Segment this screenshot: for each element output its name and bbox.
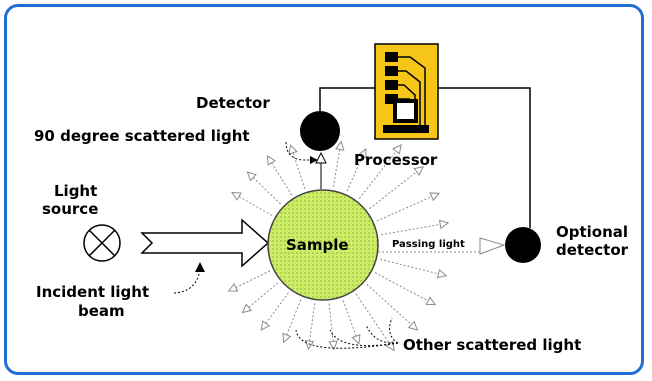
incident-label-2: beam [78,302,125,320]
scattered-ray-head [246,171,257,182]
pointer-incident [173,269,201,294]
scattered-ray [235,270,271,288]
scattered-ray-head [282,332,292,344]
scattered-ray [328,303,334,342]
scattered-ray-head [231,191,242,201]
light-source-label-1: Light [54,182,97,200]
other-scattered-label: Other scattered light [403,336,581,354]
scattered-ray-head [328,340,338,351]
scattered-ray [369,171,418,210]
scattered-90-arrow [315,151,327,189]
processor-label: Processor [354,151,438,169]
scattered-ray [248,282,279,308]
scattered-ray [332,149,341,187]
scattered-ray [380,258,439,275]
processor-chip-icon [374,43,439,140]
scattered-ray-head [335,140,345,151]
passing-light-arrow [378,237,506,255]
scattered-ray-head [357,148,367,159]
scattered-ray [252,177,281,205]
detector-label: Detector [196,94,270,112]
scattered-ray-head [227,282,239,292]
scattered-ray [366,284,412,325]
optional-detector-icon [505,227,541,263]
scattered-ray-head [407,320,419,331]
scattered-ray [271,162,293,196]
scattered-ray-head [351,334,361,345]
scattered-rays [227,140,450,352]
scattered-ray [381,223,441,236]
pointer-other-4 [389,317,399,344]
scattered-ray [358,150,397,199]
scattered-ray [376,196,432,222]
light-source-label-2: source [42,200,98,218]
scattered-ray [238,196,273,216]
optional-detector-label-1: Optional [556,223,628,241]
pointer-other-2 [329,329,399,347]
scattered-ray [265,292,289,324]
optional-detector-label-2: detector [556,241,629,259]
incident-beam-arrow [140,218,270,268]
scattered-ray [292,152,306,190]
scattered-ray [355,293,390,344]
pointer-90-head [310,156,318,164]
sample-label: Sample [286,236,349,254]
scattered-ray-head [260,320,271,331]
optional-detector-wire [438,87,531,228]
scattered-ray-head [392,144,402,155]
scattered-ray-head [429,192,441,202]
light-source-icon [83,224,121,262]
scattered-ray-head [425,296,437,306]
scattered-90-label: 90 degree scattered light [34,127,250,145]
scattered-ray-head [304,339,315,351]
sample-sphere [267,189,379,301]
scattered-ray [309,303,316,342]
scattered-ray-head [438,219,450,230]
passing-light-label: Passing light [392,239,465,250]
scattered-ray-head [436,269,448,279]
scattered-ray-head [266,155,276,166]
scattered-ray [342,300,357,337]
pointer-other-1 [365,324,399,344]
scattered-ray [374,272,429,302]
pointer-incident-head [195,262,205,272]
scattered-ray [286,299,302,336]
detector-icon [300,111,340,151]
scattered-ray-head [413,166,424,176]
scattered-ray-head [288,144,298,155]
scattered-ray-head [241,303,253,314]
detector-wire [319,87,383,112]
incident-label-1: Incident light [36,283,149,301]
